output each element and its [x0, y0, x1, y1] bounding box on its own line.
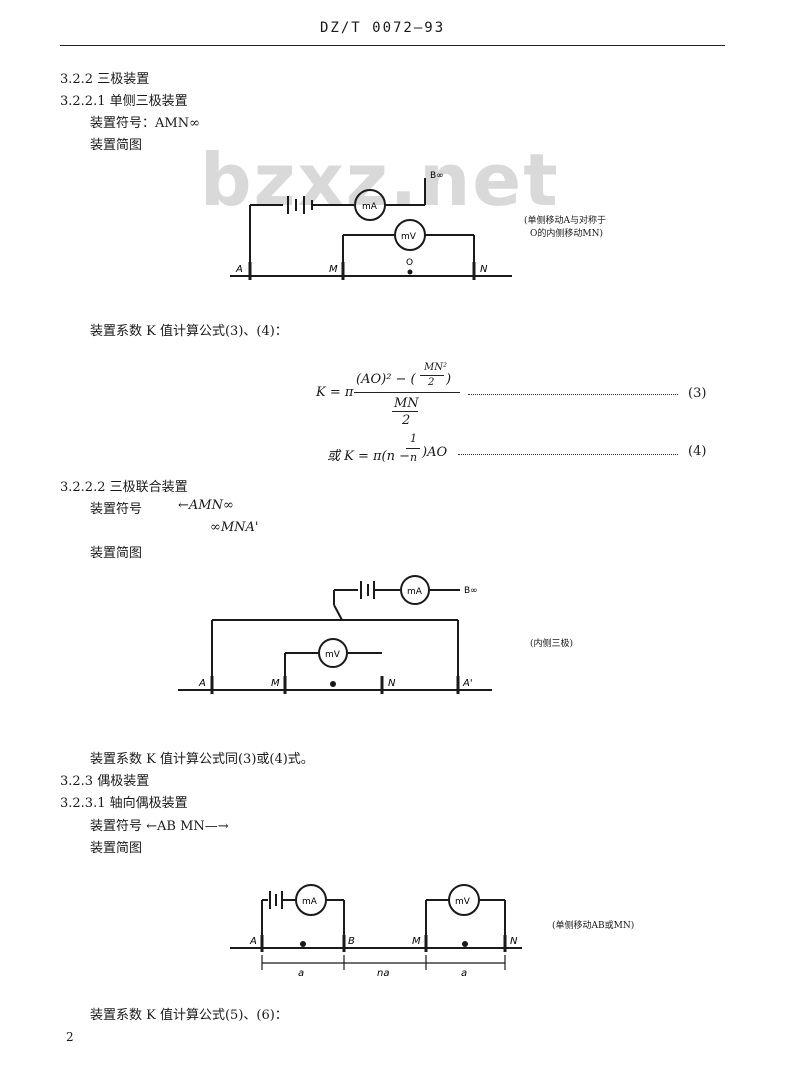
spacing-a-label: a: [298, 968, 304, 979]
mv-label: mV: [325, 650, 341, 660]
point-o-label: O: [406, 258, 413, 268]
electrode-a-label: A: [198, 678, 206, 689]
electrode-n-label: N: [388, 678, 396, 689]
electrode-n-label: N: [510, 936, 518, 947]
ma-label: mA: [407, 587, 423, 597]
coefficient-text: 装置系数 K 值计算公式(3)、(4)：: [90, 324, 288, 339]
ma-label: mA: [362, 202, 378, 212]
device-symbol: ←AMN∞: [178, 498, 234, 513]
device-symbol: 装置符号：AMN∞: [90, 116, 200, 131]
electrode-m-label: M: [329, 264, 338, 275]
watermark: bzxz.net: [200, 138, 560, 222]
b-infinity-label: B∞: [464, 586, 478, 596]
center-point-o: [407, 269, 413, 275]
center-point-o: [330, 681, 336, 687]
spacing-a-label: a: [461, 968, 467, 979]
page-number: 2: [66, 1030, 74, 1044]
diagram-note: (内侧三极): [530, 639, 574, 649]
electrode-m-label: M: [412, 936, 421, 947]
mv-label: mV: [455, 897, 471, 907]
switch-wire: [333, 604, 343, 621]
midpoint-ab: [300, 941, 306, 947]
coefficient-text: 装置系数 K 值计算公式同(3)或(4)式。: [90, 752, 314, 767]
subsection-heading: 3.2.3.1 轴向偶极装置: [60, 796, 188, 811]
midpoint-mn: [462, 941, 468, 947]
b-infinity-label: B∞: [430, 171, 444, 181]
section-heading: 3.2.3 偶极装置: [60, 774, 150, 789]
diagram-label: 装置简图: [90, 841, 143, 856]
electrode-m-label: M: [271, 678, 280, 689]
mv-label: mV: [401, 232, 417, 242]
electrode-n-label: N: [480, 264, 488, 275]
electrode-a-label: A: [249, 936, 257, 947]
electrode-a-label: A: [235, 264, 243, 275]
section-heading: 3.2.2 三极装置: [60, 72, 150, 87]
diagram-label: 装置简图: [90, 546, 143, 561]
document-code: DZ/T 0072—93: [320, 20, 446, 36]
electrode-b-label: B: [348, 936, 355, 947]
coefficient-text: 装置系数 K 值计算公式(5)、(6)：: [90, 1008, 288, 1023]
subsection-heading: 3.2.2.2 三极联合装置: [60, 480, 188, 495]
ma-label: mA: [302, 897, 318, 907]
device-symbol: ∞MNA': [210, 520, 259, 535]
header-rule: [60, 45, 725, 46]
diagram-note: (单侧移动A与对称于: [524, 216, 607, 226]
diagram-label: 装置简图: [90, 138, 143, 153]
subsection-heading: 3.2.2.1 单侧三极装置: [60, 94, 188, 109]
device-symbol: 装置符号 ←AB MN—→: [90, 819, 229, 834]
spacing-na-label: na: [377, 968, 389, 979]
diagram-note: O的内侧移动MN): [530, 229, 603, 239]
device-symbol-label: 装置符号: [90, 502, 143, 517]
electrode-a-prime-label: A': [462, 678, 473, 689]
diagram-note: (单侧移动AB或MN): [552, 921, 635, 931]
